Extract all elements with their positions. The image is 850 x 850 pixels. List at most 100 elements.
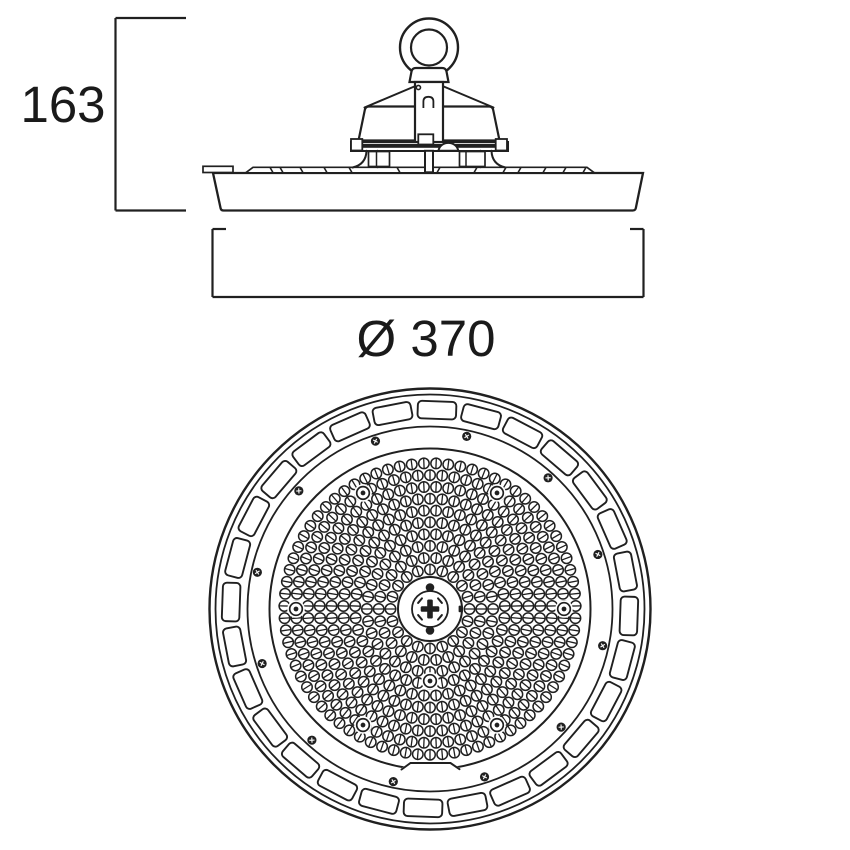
led-slit [318,580,329,584]
led-slit [338,690,347,699]
led-slit [470,582,481,588]
led-slit [449,572,457,582]
led-slit [352,715,359,725]
led-slit [545,628,556,632]
led-slit [386,706,391,717]
led-slit [451,675,456,686]
led-slit [458,461,462,472]
led-slit [334,568,345,574]
led-slit [478,520,485,530]
led-slit [374,701,381,711]
led-slit [330,580,341,584]
led-slit [509,515,517,524]
led-slit [279,592,291,595]
led-slit [357,658,366,666]
led-slit [316,682,325,690]
led-slit [495,705,502,715]
led-slit [380,716,385,727]
led-slit [511,616,522,620]
led-slit [392,670,398,680]
cable-tab-eraser [398,763,463,780]
led-slit [422,654,426,666]
led-slit [507,660,517,667]
led-slit [470,630,481,636]
led-slit [322,672,332,679]
led-slit [397,646,405,656]
led-slit [386,541,394,551]
led-slit [387,594,398,599]
led-slit [416,494,420,505]
hub-edge-tick [458,605,463,613]
led-slit [302,683,312,691]
led-slit [446,507,450,518]
led-slit [391,475,396,486]
led-slit [367,558,377,566]
fin-segment [222,625,248,668]
led-slit [368,484,374,494]
led-slit [291,592,303,595]
led-slit [358,517,366,527]
led-slit [305,522,315,530]
led-slit [370,538,378,547]
outer-rim-circle [208,387,652,831]
led-slit [295,640,306,644]
led-slit [477,674,485,684]
hub-thread-dash [417,597,423,604]
center-post [424,149,434,174]
rim-screw-slot [464,433,469,439]
led-slit [391,745,396,756]
led-slit [526,650,536,656]
led-slit [457,628,467,636]
led-slit [392,499,397,510]
led-slit [392,720,397,731]
led-slit [540,568,551,573]
led-slit [340,535,350,543]
led-slit [343,660,353,667]
led-slit [557,628,568,632]
fin-segment [501,416,544,450]
led-slit [507,580,518,585]
fin-segment [260,459,298,500]
led-slit [458,734,462,745]
led-slit [340,628,351,632]
led-slit [513,650,523,656]
led-slit [358,705,365,715]
led-slit [472,530,480,540]
led-slit [381,649,390,658]
led-slit [404,472,408,483]
led-slit [409,652,415,662]
led-slit [440,665,444,677]
led-slit [340,556,350,563]
led-slit [471,664,479,674]
flange-dome [437,141,460,152]
led-slit [336,718,343,728]
led-slit [284,567,295,572]
led-slit [498,688,507,697]
led-slit [328,628,339,632]
led-slit [350,616,361,620]
led-slit [304,628,315,632]
led-slit [351,592,362,596]
led-slit [510,535,520,543]
led-slit [343,515,351,524]
foot-left-curve [351,149,368,169]
led-slit [500,649,510,656]
led-slit [375,619,386,624]
led-slit [546,617,557,620]
fin-segment [224,537,252,579]
led-slit [507,725,514,735]
led-slit [435,713,437,725]
led-slit [440,517,444,529]
led-slit [380,504,386,515]
led-slit [445,556,451,566]
led-slit [364,528,372,537]
led-slit [510,708,519,718]
led-slit [545,592,557,596]
fin-divider [436,166,441,174]
led-slit [379,630,390,636]
led-slit [490,500,497,510]
flange-cap-right [494,138,508,152]
led-slit [534,592,545,596]
led-slit [505,639,516,644]
led-slit [386,489,391,500]
